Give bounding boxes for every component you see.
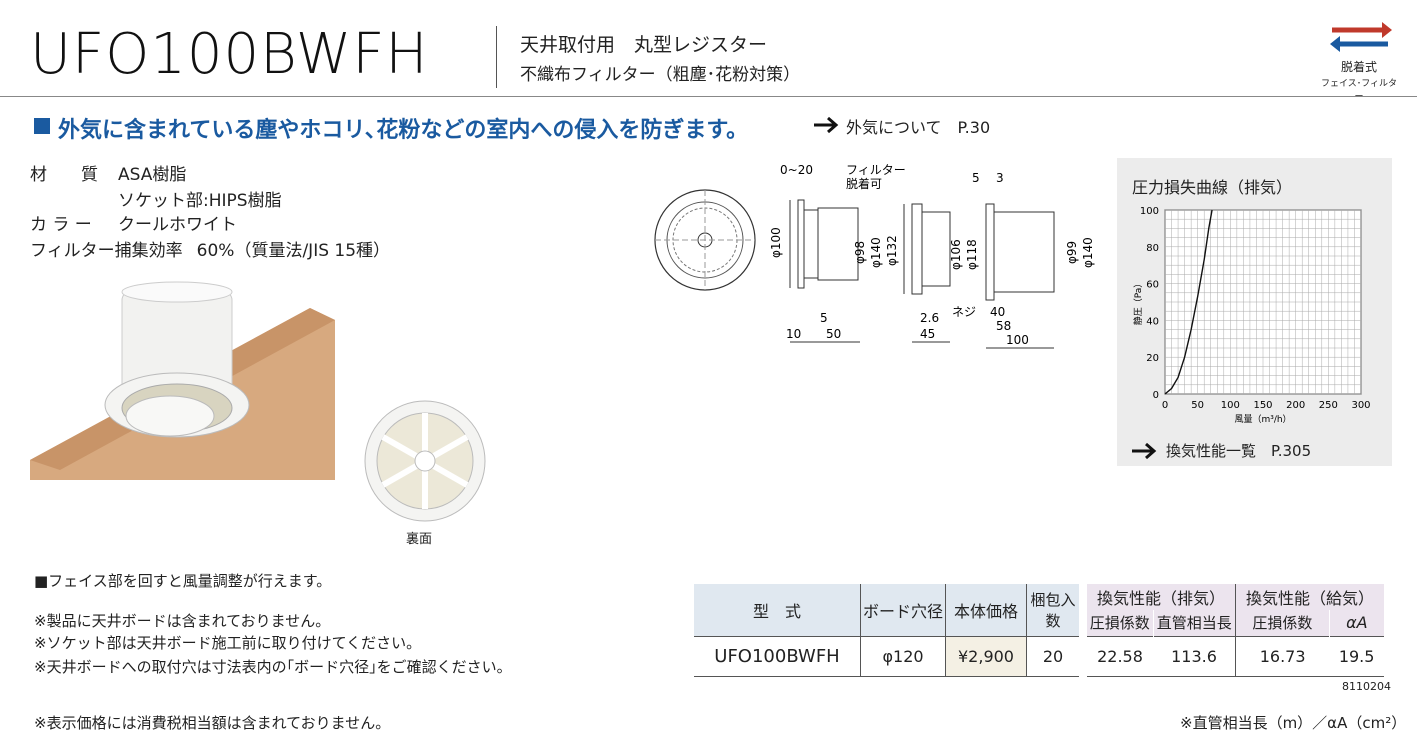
x-tick-label: 200 xyxy=(1286,400,1305,411)
th-exhaust-len: 直管相当長 xyxy=(1153,610,1236,636)
x-tick-label: 100 xyxy=(1221,400,1240,411)
x-tick-label: 250 xyxy=(1319,400,1338,411)
dim-label: 45 xyxy=(920,327,935,341)
dim-label: 58 xyxy=(996,319,1011,333)
lead-square-icon xyxy=(34,118,50,134)
dim-label: φ132 xyxy=(885,235,899,266)
pressure-loss-chart: 0 50 100 150 200 250 300 0 20 40 60 80 100 風量（m³/h） 静圧… xyxy=(1132,206,1371,425)
th-exhaust: 換気性能（排気） xyxy=(1079,584,1236,610)
note: ※製品に天井ボードは含まれておりません。 xyxy=(34,612,331,630)
spec-row: 材 質 ASA樹脂 xyxy=(30,160,186,185)
dim-label: 5 xyxy=(820,311,828,325)
spec-label: カ ラ ー xyxy=(30,215,92,235)
spec-value: クールホワイト xyxy=(118,215,237,235)
spec-value: ソケット部:HIPS樹脂 xyxy=(118,191,282,211)
dim-label: φ140 xyxy=(869,237,883,268)
footer-note-right: ※直管相当長（m）／αA（cm²） xyxy=(1180,714,1407,732)
spec-label: フィルター捕集効率 xyxy=(30,241,183,261)
chart-ref-link[interactable]: 換気性能一覧 P.305 xyxy=(1166,442,1312,460)
y-tick-label: 80 xyxy=(1146,243,1159,254)
subtitle-2: 不織布フィルター（粗塵･花粉対策） xyxy=(520,65,801,85)
spec-table: 型 式 ボード穴径 本体価格 梱包入数 換気性能（排気） 換気性能（給気） 圧損… xyxy=(694,584,1384,677)
badge-label: 脱着式 xyxy=(1340,60,1377,74)
header-divider xyxy=(496,26,497,88)
y-tick-label: 20 xyxy=(1146,353,1159,364)
spec-row: ソケット部:HIPS樹脂 xyxy=(30,186,282,211)
header-rule xyxy=(0,96,1417,97)
series-line xyxy=(1164,209,1213,395)
lead-ref-link[interactable]: 外気について P.30 xyxy=(846,118,991,137)
dim-label: ネジ xyxy=(952,305,976,319)
dim-label: 2.6 xyxy=(920,311,939,325)
dim-label: φ99 xyxy=(1065,241,1079,264)
dim-label: φ118 xyxy=(965,239,979,270)
x-tick-label: 50 xyxy=(1191,400,1204,411)
y-tick-label: 0 xyxy=(1153,390,1159,401)
back-view-photo xyxy=(364,400,486,522)
y-tick-label: 100 xyxy=(1140,206,1159,217)
y-tick-label: 60 xyxy=(1146,280,1159,291)
spec-value: 60%（質量法/JIS 15種） xyxy=(196,241,391,261)
lead-text: 外気に含まれている塵やホコリ､花粉などの室内への侵入を防ぎます。 xyxy=(58,118,749,143)
y-tick-label: 40 xyxy=(1146,316,1159,327)
subtitle-1: 天井取付用 丸型レジスター xyxy=(520,34,768,56)
td-model: UFO100BWFH xyxy=(694,636,861,676)
chart-title: 圧力損失曲線（排気） xyxy=(1132,178,1293,197)
dim-label: 0~20 xyxy=(780,163,813,177)
dim-label: 脱着可 xyxy=(846,176,882,191)
table-row: UFO100BWFH φ120 ¥2,900 20 22.58 113.6 16… xyxy=(694,636,1384,676)
td-hole: φ120 xyxy=(860,636,946,676)
dim-label: φ98 xyxy=(853,241,867,264)
dim-label: 10 xyxy=(786,327,801,341)
th-exhaust-coef: 圧損係数 xyxy=(1079,610,1154,636)
spec-row: カ ラ ー クールホワイト xyxy=(30,210,237,235)
dim-label: 5 xyxy=(972,171,980,185)
x-tick-label: 0 xyxy=(1162,400,1168,411)
x-tick-label: 150 xyxy=(1253,400,1272,411)
note: ■フェイス部を回すと風量調整が行えます。 xyxy=(34,572,332,590)
td-supply-coef: 16.73 xyxy=(1259,646,1306,666)
dim-label: 3 xyxy=(996,171,1004,185)
product-photo xyxy=(30,281,335,480)
td-exhaust-coef: 22.58 xyxy=(1079,636,1153,676)
y-axis-label: 静圧（Pa） xyxy=(1132,279,1144,326)
th-model: 型 式 xyxy=(694,584,861,636)
footer-note-left: ※表示価格には消費税相当額は含まれておりません。 xyxy=(34,714,391,732)
dim-label: フィルター xyxy=(846,163,906,177)
td-pack: 20 xyxy=(1042,646,1064,666)
note: ※天井ボードへの取付穴は寸法表内の｢ボード穴径｣をご確認ください。 xyxy=(34,658,512,676)
spec-label: 材 質 xyxy=(30,165,98,185)
arrow-right-icon xyxy=(1132,442,1157,460)
model-name: UFO100BWFH xyxy=(30,22,429,87)
dim-label: φ140 xyxy=(1081,237,1095,268)
note: ※ソケット部は天井ボード施工前に取り付けてください。 xyxy=(34,634,422,652)
arrow-right-icon xyxy=(814,116,839,134)
photo-caption: 裏面 xyxy=(406,532,433,547)
td-exhaust-len: 113.6 xyxy=(1153,636,1236,676)
dim-label: φ100 xyxy=(769,227,783,258)
th-supply: 換気性能（給気） xyxy=(1235,584,1384,610)
td-supply-aa: 19.5 xyxy=(1338,646,1375,666)
x-tick-label: 300 xyxy=(1351,400,1370,411)
dim-label: φ106 xyxy=(949,239,963,270)
badge-sub: フェイス･フィルター xyxy=(1320,79,1398,102)
th-hole: ボード穴径 xyxy=(860,584,946,636)
product-code: 8110204 xyxy=(1342,680,1391,693)
dim-label: 100 xyxy=(1006,333,1029,347)
th-supply-coef: 圧損係数 xyxy=(1235,610,1330,636)
th-price: 本体価格 xyxy=(945,584,1027,636)
th-pack: 梱包入数 xyxy=(1026,584,1083,636)
td-price: ¥2,900 xyxy=(945,636,1027,676)
detachable-arrows-icon xyxy=(1330,22,1392,52)
dim-label: 50 xyxy=(826,327,841,341)
dimension-drawing: φ100 φ98 φ140 0~20 フィルター 脱着可 5 10 50 φ13… xyxy=(654,163,1095,349)
x-axis-label: 風量（m³/h） xyxy=(1234,414,1291,425)
th-supply-aa: αA xyxy=(1329,610,1384,636)
spec-value: ASA樹脂 xyxy=(118,165,187,185)
spec-row: フィルター捕集効率 60%（質量法/JIS 15種） xyxy=(30,236,390,261)
dim-label: 40 xyxy=(990,305,1005,319)
